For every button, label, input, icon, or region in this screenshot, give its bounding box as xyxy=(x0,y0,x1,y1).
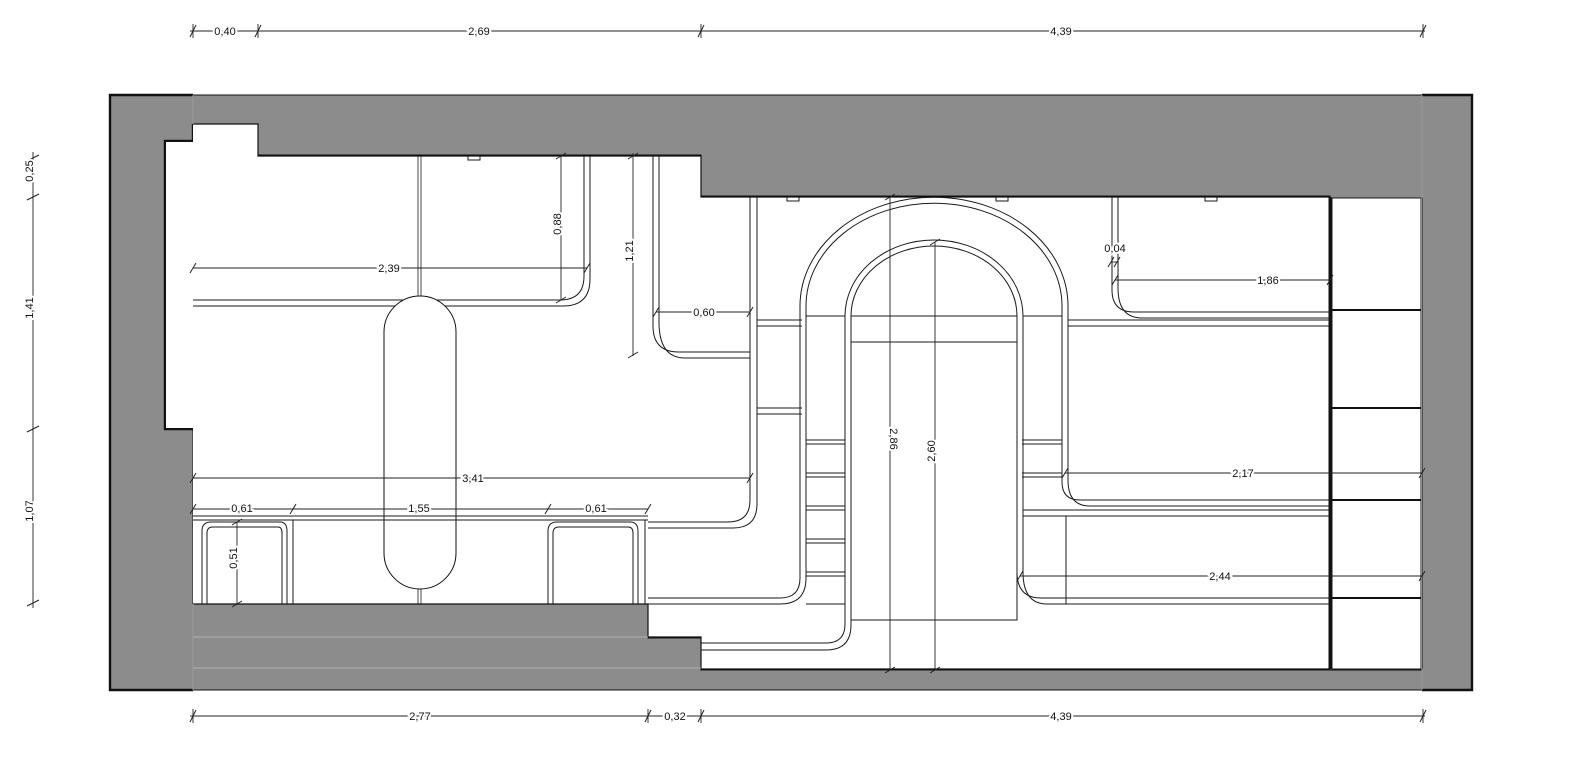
outer-arch-inner xyxy=(805,202,1063,307)
rail-curve xyxy=(825,316,846,644)
steps xyxy=(806,439,1062,577)
rail-curve xyxy=(648,499,751,523)
rail-curve xyxy=(1016,571,1330,599)
inner-arch-inner xyxy=(850,245,1018,317)
dim-3-41: 3,41 xyxy=(462,473,483,485)
outer-arch xyxy=(799,196,1069,307)
rail-curve xyxy=(648,503,758,529)
shelf-curve xyxy=(193,156,591,307)
dim-2-39: 2,39 xyxy=(378,263,399,275)
room-floor xyxy=(193,124,1422,669)
rail-curve xyxy=(1111,197,1330,313)
dim-left-2: 1,41 xyxy=(24,297,36,318)
dim-left-1: 0,25 xyxy=(24,160,36,181)
small-tab xyxy=(995,196,1009,202)
dim-1-55: 1,55 xyxy=(408,503,429,515)
seat-right xyxy=(547,521,639,604)
dim-0-88: 0,88 xyxy=(552,213,564,234)
seat-right-inner xyxy=(552,526,634,604)
rail-curve xyxy=(1117,197,1330,319)
dim-2-60: 2,60 xyxy=(926,440,938,461)
dim-bottom-2: 0,32 xyxy=(664,711,685,723)
dim-top-3: 4,39 xyxy=(1050,26,1071,38)
rail-curve xyxy=(1022,571,1330,605)
walls xyxy=(108,93,1474,692)
rail-curve xyxy=(779,306,807,605)
dim-0-51: 0,51 xyxy=(228,547,240,568)
dim-1-86: 1,86 xyxy=(1257,275,1278,287)
dim-0-61-right: 0,61 xyxy=(585,503,606,515)
seat-left-inner xyxy=(206,526,283,604)
shelf-unit xyxy=(1331,197,1422,670)
seat-left xyxy=(201,521,288,604)
rail-curve xyxy=(1061,468,1330,501)
dimension-lines xyxy=(26,24,1427,723)
dim-0-61-left: 0,61 xyxy=(231,503,252,515)
dim-bottom-1: 2,77 xyxy=(409,711,430,723)
pill-table xyxy=(383,295,457,590)
small-tab xyxy=(1204,196,1218,202)
dim-bottom-3: 4,39 xyxy=(1050,711,1071,723)
rail-curve xyxy=(825,316,852,651)
small-tab xyxy=(786,196,800,202)
dim-2-86: 2,86 xyxy=(887,428,899,449)
dim-0-04: 0,04 xyxy=(1104,243,1125,255)
rail-curve xyxy=(779,306,801,599)
inner-arch xyxy=(844,239,1024,317)
dim-0-60: 0,60 xyxy=(693,307,714,319)
dim-2-17: 2,17 xyxy=(1232,468,1253,480)
room-outline-bottom xyxy=(193,603,1330,670)
rail-curve xyxy=(1067,468,1330,507)
dim-top-2: 2,69 xyxy=(468,26,489,38)
small-tab xyxy=(467,155,481,161)
right-shelving xyxy=(1328,197,1422,670)
dim-1-21: 1,21 xyxy=(624,240,636,261)
wall-right xyxy=(1421,94,1473,691)
dim-2-44: 2,44 xyxy=(1209,571,1230,583)
dim-top-1: 0,40 xyxy=(214,26,235,38)
furniture xyxy=(193,155,1330,651)
rail-curve xyxy=(658,156,750,359)
dimension-labels: 0,40 2,69 4,39 2,77 0,32 4,39 0,25 1,41 … xyxy=(22,24,1281,725)
window-niche-fill xyxy=(166,142,193,428)
rail-curve xyxy=(652,156,750,353)
dim-left-3: 1,07 xyxy=(24,500,36,521)
